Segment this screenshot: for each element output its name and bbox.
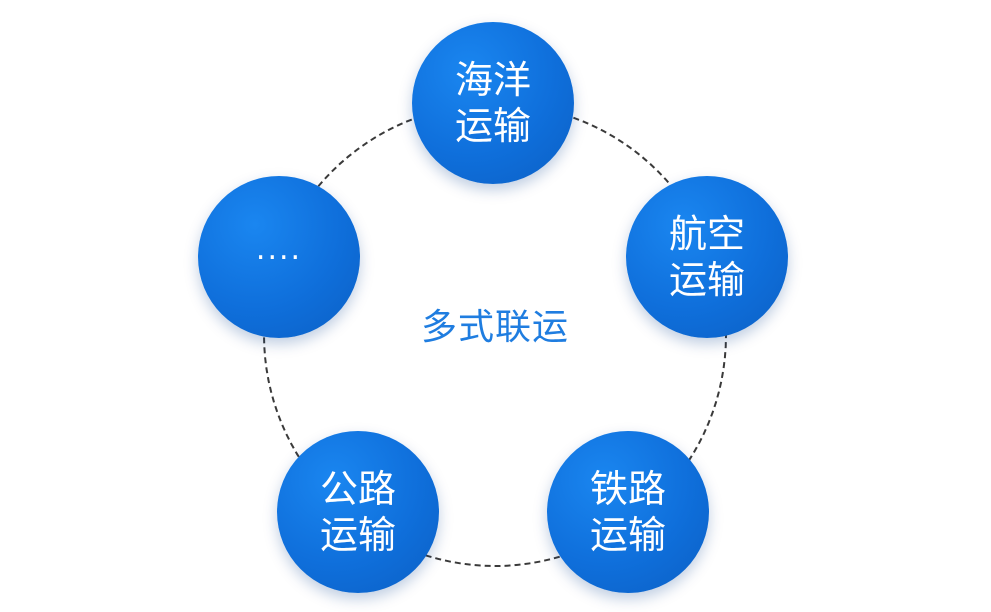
node-air-transport: 航空 运输 (626, 176, 788, 338)
node-sea-line1: 海洋 (454, 58, 531, 102)
node-sea-transport: 海洋 运输 (412, 22, 574, 184)
node-more-modes: .... (198, 176, 360, 338)
node-air-line2: 运输 (668, 258, 745, 302)
node-rail-transport: 铁路 运输 (547, 431, 709, 593)
center-label: 多式联运 (420, 307, 569, 348)
node-road-transport: 公路 运输 (277, 431, 439, 593)
node-more-label: .... (255, 232, 303, 267)
node-road-line1: 公路 (319, 467, 396, 511)
node-road-line2: 运输 (319, 513, 396, 557)
node-sea-line2: 运输 (454, 104, 531, 148)
node-air-line1: 航空 (668, 212, 745, 256)
node-rail-line1: 铁路 (589, 467, 666, 511)
node-rail-line2: 运输 (589, 513, 666, 557)
